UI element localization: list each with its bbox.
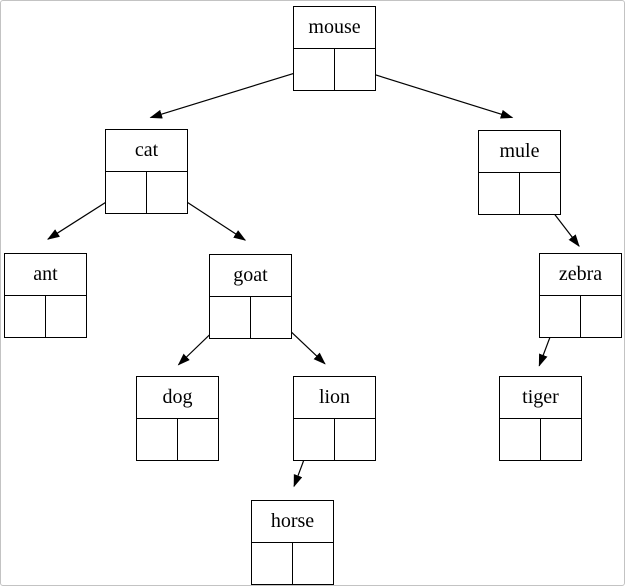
node-label: goat	[233, 264, 268, 286]
left-pointer-cell	[106, 172, 147, 213]
node-pointer-cells	[479, 172, 560, 214]
tree-node-mouse: mouse	[293, 6, 376, 91]
node-pointer-cells	[294, 418, 375, 460]
node-pointer-cells	[252, 542, 333, 584]
node-pointer-cells	[294, 48, 375, 90]
left-pointer-cell	[500, 419, 541, 460]
tree-node-tiger: tiger	[499, 376, 582, 461]
node-pointer-cells	[137, 418, 218, 460]
node-label: dog	[162, 386, 193, 408]
edge-mouse-right-to-mule	[352, 67, 514, 119]
node-label: lion	[318, 386, 351, 408]
right-pointer-cell	[46, 296, 86, 337]
right-pointer-cell	[541, 419, 581, 460]
edge-mouse-left-to-cat	[149, 67, 313, 119]
right-pointer-cell	[581, 296, 621, 337]
right-pointer-cell	[147, 172, 187, 213]
left-pointer-cell	[252, 543, 293, 584]
node-label: ant	[33, 263, 58, 285]
node-pointer-cells	[540, 295, 621, 337]
left-pointer-cell	[210, 297, 251, 338]
tree-node-zebra: zebra	[539, 253, 622, 338]
left-pointer-cell	[294, 419, 335, 460]
node-label: mule	[499, 140, 540, 162]
left-pointer-cell	[5, 296, 46, 337]
left-pointer-cell	[137, 419, 178, 460]
tree-node-dog: dog	[136, 376, 219, 461]
tree-node-ant: ant	[4, 253, 87, 338]
right-pointer-cell	[251, 297, 291, 338]
right-pointer-cell	[335, 49, 375, 90]
tree-node-mule: mule	[478, 130, 561, 215]
tree-node-goat: goat	[209, 254, 292, 339]
right-pointer-cell	[335, 419, 375, 460]
node-pointer-cells	[500, 418, 581, 460]
right-pointer-cell	[520, 173, 560, 214]
right-pointer-cell	[293, 543, 333, 584]
node-label: zebra	[558, 263, 603, 285]
left-pointer-cell	[294, 49, 335, 90]
node-pointer-cells	[5, 295, 86, 337]
left-pointer-cell	[540, 296, 581, 337]
tree-node-cat: cat	[105, 129, 188, 214]
tree-node-horse: horse	[251, 500, 334, 585]
node-label: mouse	[308, 16, 361, 38]
left-pointer-cell	[479, 173, 520, 214]
tree-node-lion: lion	[293, 376, 376, 461]
right-pointer-cell	[178, 419, 218, 460]
node-pointer-cells	[106, 171, 187, 213]
node-pointer-cells	[210, 296, 291, 338]
node-label: tiger	[522, 386, 559, 408]
node-label: cat	[134, 139, 159, 161]
node-label: horse	[270, 510, 315, 532]
